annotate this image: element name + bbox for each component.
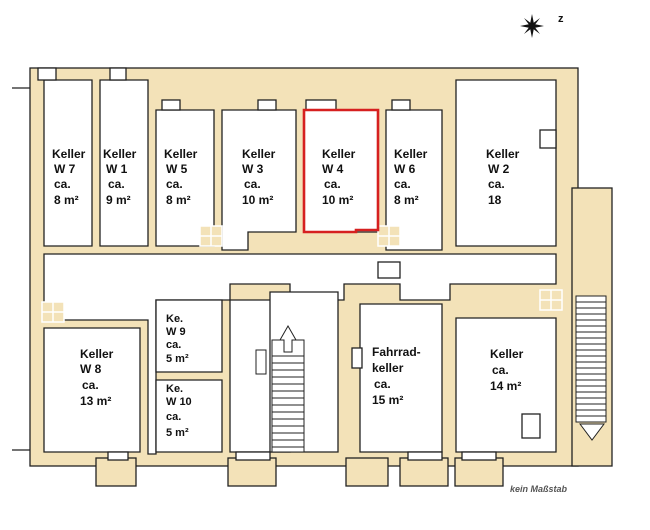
room-w3-area [221, 109, 297, 251]
room-label-line: 9 m² [106, 193, 131, 207]
room-label-w10: Ke.W 10 ca. 5 m² [166, 383, 192, 439]
room-label-line: W 3 [242, 162, 264, 176]
room-label-line: 18 [488, 193, 502, 207]
room-label-line: W 10 [166, 396, 192, 408]
room-label-fahrrad: Fahrrad-keller ca. 15 m² [372, 345, 421, 407]
room-label-line: W 4 [322, 162, 344, 176]
room-label-line: Keller [242, 147, 276, 161]
room-label-line: 8 m² [394, 193, 419, 207]
room-label-line: 13 m² [80, 394, 111, 408]
room-label-line: Ke. [166, 383, 183, 395]
room-label-line: Keller [394, 147, 428, 161]
room-label-line: W 9 [166, 326, 186, 338]
room-w8-area [43, 327, 141, 453]
stair-arrow-down-icon [579, 423, 605, 441]
room-label-line: ca. [374, 377, 391, 391]
room-label-line: 15 m² [372, 393, 403, 407]
room-label-line: 5 m² [166, 427, 189, 439]
room-label-line: Keller [52, 147, 86, 161]
central-staircase [255, 324, 305, 453]
room-label-line: 5 m² [166, 353, 189, 365]
room-w10-area [155, 379, 223, 453]
room-label-line: 10 m² [322, 193, 353, 207]
highlight-outline-w4 [302, 108, 380, 234]
room-fahrrad-area [359, 303, 443, 453]
room-label-line: 8 m² [166, 193, 191, 207]
room-label-keller14: Keller ca. 14 m² [490, 347, 524, 393]
room-w7-area [43, 79, 93, 247]
room-label-line: ca. [488, 177, 505, 191]
room-label-line: W 8 [80, 362, 102, 376]
exterior-staircase [575, 295, 607, 441]
room-label-line: W 7 [54, 162, 76, 176]
compass-label: z [558, 13, 564, 25]
room-label-line: W 6 [394, 162, 416, 176]
room-label-line: 10 m² [242, 193, 273, 207]
room-label-line: ca. [394, 177, 411, 191]
room-w1-area [99, 79, 149, 247]
room-label-line: Keller [490, 347, 524, 361]
compass-star-icon [520, 14, 544, 38]
room-label-line: Ke. [166, 313, 183, 325]
room-label-line: W 5 [166, 162, 188, 176]
room-label-line: Keller [80, 347, 114, 361]
room-label-line: keller [372, 361, 404, 375]
light-shaft-icon [377, 225, 401, 247]
light-shaft-icon [41, 301, 65, 323]
room-label-line: Fahrrad- [372, 345, 421, 359]
room-w9-area [155, 299, 223, 373]
room-w2-area [455, 79, 557, 247]
room-w6-area [385, 109, 443, 251]
room-label-line: ca. [108, 177, 125, 191]
light-shaft-icon [199, 225, 223, 247]
room-label-line: 14 m² [490, 379, 521, 393]
room-label-line: Keller [103, 147, 137, 161]
room-label-line: ca. [244, 177, 261, 191]
room-label-line: ca. [324, 177, 341, 191]
room-label-line: ca. [166, 411, 181, 423]
room-label-line: ca. [54, 177, 71, 191]
room-label-line: Keller [164, 147, 198, 161]
stair-arrow-icon [279, 324, 297, 353]
scale-note: kein Maßstab [510, 484, 568, 494]
room-label-line: ca. [166, 177, 183, 191]
room-label-line: Keller [486, 147, 520, 161]
room-label-line: ca. [82, 378, 99, 392]
light-shaft-icons [41, 225, 563, 323]
room-label-line: W 1 [106, 162, 128, 176]
room-label-line: Keller [322, 147, 356, 161]
room-label-line: ca. [492, 363, 509, 377]
window-openings [37, 67, 557, 461]
room-label-line: 8 m² [54, 193, 79, 207]
room-label-line: ca. [166, 339, 181, 351]
room-label-line: W 2 [488, 162, 510, 176]
light-shaft-icon [539, 289, 563, 311]
